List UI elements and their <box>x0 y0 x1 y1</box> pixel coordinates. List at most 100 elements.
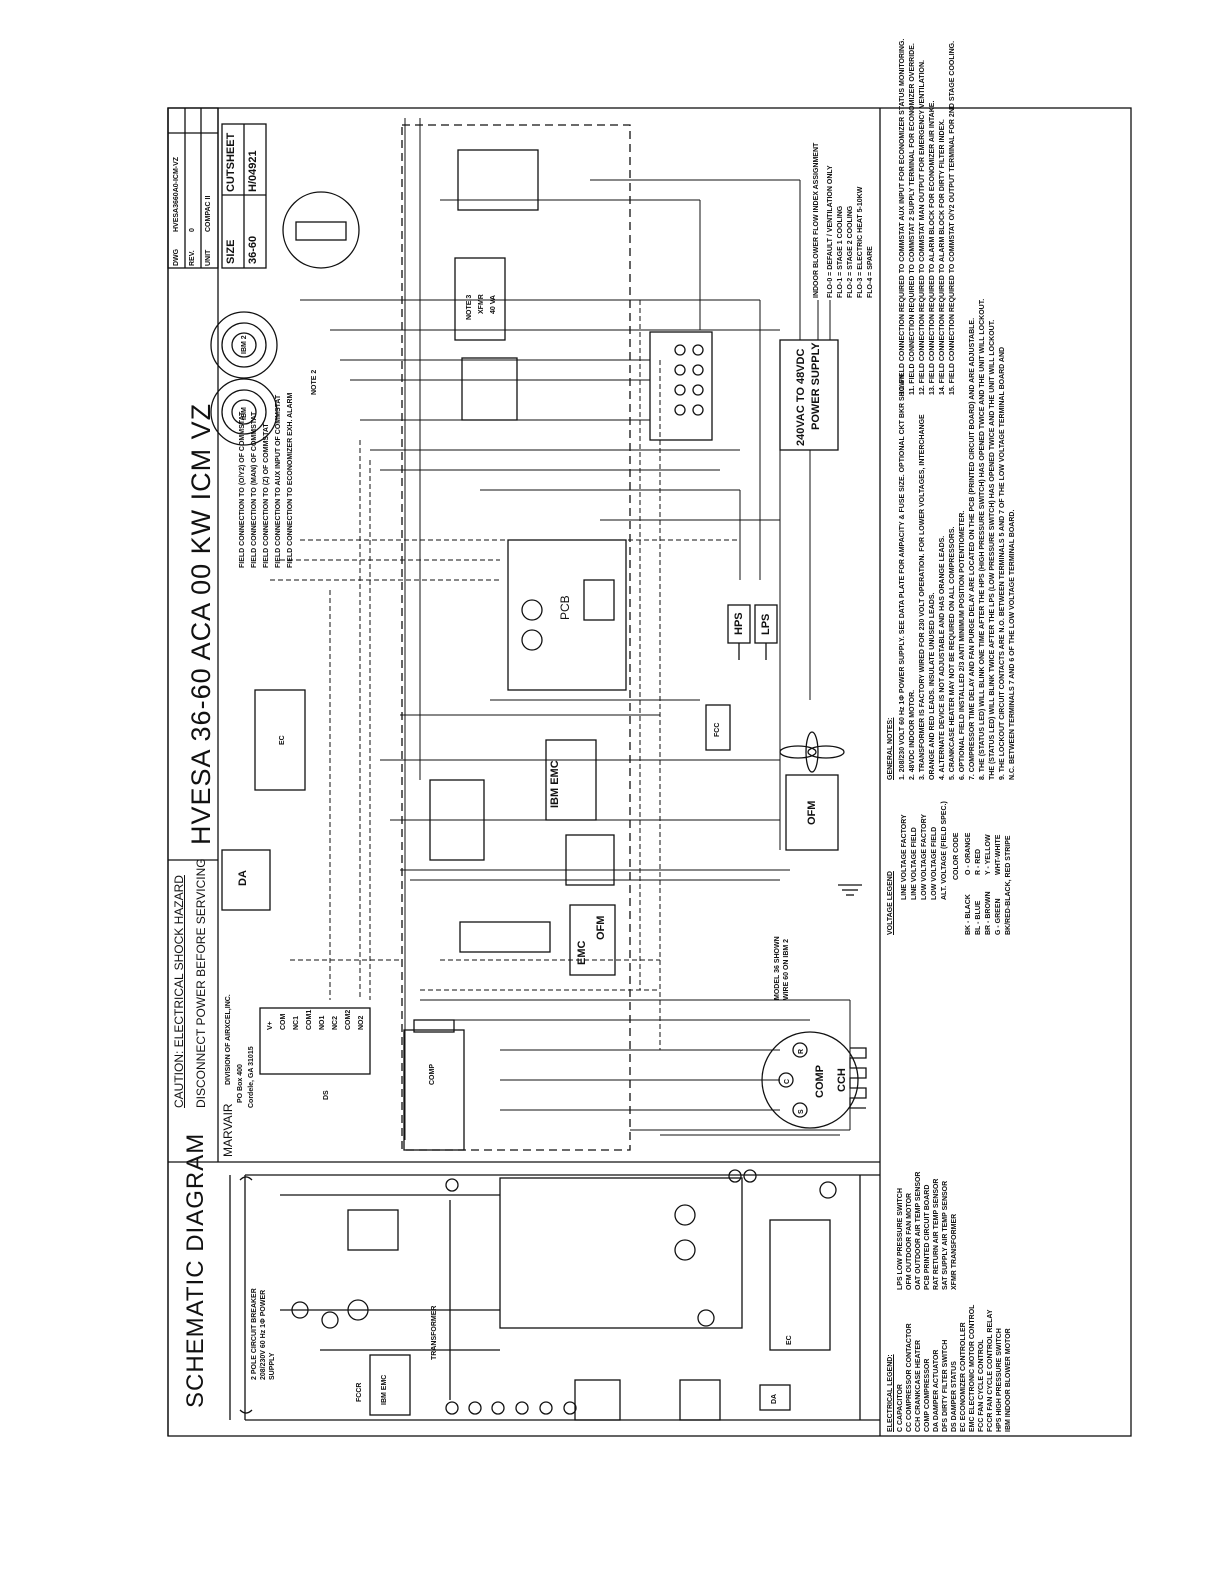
general-note-6: 6. OPTIONAL FIELD INSTALLED 2/3 ANTI MIN… <box>959 510 966 780</box>
legend-c2-3: PCB PRINTED CIRCUIT BOARD <box>924 1184 931 1290</box>
legend-c2-5: SAT SUPPLY AIR TEMP SENSOR <box>942 1180 949 1290</box>
company-address1: PO Box 400 <box>237 1064 244 1103</box>
schematic-ibm-emc-label: IBM EMC <box>381 1374 388 1405</box>
general-note-3: ORANGE AND RED LEADS. INSULATE UNUSED LE… <box>929 592 936 780</box>
legend-c1-1: CC COMPRESSOR CONTACTOR <box>906 1323 913 1432</box>
general-note-11: N.C. BETWEEN TERMINALS 7 AND 6 OF THE LO… <box>1009 509 1016 780</box>
ofm-small-label: OFM <box>595 915 607 940</box>
da-label: DA <box>237 870 249 886</box>
schematic-da <box>759 1384 791 1411</box>
low-voltage-terminal-board <box>649 331 713 441</box>
schematic-transformer-label: TRANSFORMER <box>431 1305 438 1360</box>
ibm2-label: IBM 2 <box>241 335 248 354</box>
main-title: HVESA 36-60 ACA 00 KW ICM VZ <box>186 402 216 845</box>
dwg-label: DWG <box>173 248 180 266</box>
blower-heading: INDOOR BLOWER FLOW INDEX ASSIGNMENT <box>813 142 820 298</box>
comp-term-c: C <box>784 1078 791 1084</box>
comp-term-r: R <box>798 1048 805 1054</box>
da-box <box>221 849 271 911</box>
legend-c1-12: IBM INDOOR BLOWER MOTOR <box>1005 1328 1012 1432</box>
legend-c1-4: DA DAMPER ACTUATOR <box>933 1349 940 1432</box>
cch-label: CCH <box>836 1068 848 1092</box>
schematic-breaker-note: 2 POLE CIRCUIT BREAKER 208/230V 60 Hz 1Φ… <box>251 1288 276 1380</box>
schematic-fccr-label: FCCR <box>356 1382 363 1402</box>
terminal-strip <box>459 921 551 953</box>
legend-c1-0: C CAPACITOR <box>897 1384 904 1432</box>
legend-c2-6: XFMR TRANSFORMER <box>951 1213 958 1290</box>
ds-term-6: COM2 <box>345 1009 352 1030</box>
fcc-label: FCC <box>714 722 721 737</box>
general-note-r4: 14. FIELD CONNECTION REQUIRED TO ALARM B… <box>939 119 946 395</box>
ds-term-7: NO2 <box>358 1015 365 1030</box>
schematic-ec-label: EC <box>786 1335 793 1345</box>
ds-terminal-box <box>259 1007 371 1075</box>
ds-term-5: NC2 <box>332 1015 339 1030</box>
power-supply-box <box>779 339 839 451</box>
power-supply-line2: POWER SUPPLY <box>810 342 822 430</box>
cutsheet-label: CUTSHEET <box>225 132 237 192</box>
general-note-5: 5. CRANKCASE HEATER MAY NOT BE REQUIRED … <box>949 526 956 780</box>
ibm2-circle <box>210 311 278 379</box>
legend-c2-1: OFM OUTDOOR FAN MOTOR <box>906 1192 913 1290</box>
color-col1-0: BK - BLACK <box>965 894 972 935</box>
company-name: MARVAIR <box>221 1103 235 1157</box>
legend-c1-11: HPS HIGH PRESSURE SWITCH <box>996 1328 1003 1432</box>
ofm-box <box>785 774 839 851</box>
relay-block <box>461 357 518 421</box>
general-note-9: THE (STATUS LED) WILL BLINK TWICE AFTER … <box>989 319 996 780</box>
legend-c1-5: DFS DIRTY FILTER SWITCH <box>942 1339 949 1432</box>
rev-label: REV. <box>189 250 196 266</box>
power-supply-line1: 240VAC TO 48VDC <box>795 348 807 446</box>
blower-item-2: FLO-2 = STAGE 2 COOLING <box>847 205 854 298</box>
emc-ofm-board <box>569 904 616 976</box>
color-col2-0: O - ORANGE <box>965 832 972 875</box>
general-note-r3: 13. FIELD CONNECTION REQUIRED TO ALARM B… <box>929 100 936 395</box>
fcc-box <box>705 704 731 751</box>
general-note-1: 2. 48VDC INDOOR MOTOR. <box>909 689 916 780</box>
schematic-title: SCHEMATIC DIAGRAM <box>182 1132 209 1408</box>
wiring-lines <box>300 118 851 1140</box>
comp-label: COMP <box>814 1065 826 1098</box>
color-col2-3: WHT-WHITE <box>995 834 1002 875</box>
schematic-da-label: DA <box>771 1393 778 1404</box>
schematic-pcb <box>499 1177 743 1329</box>
dwg-value: HVESA3660A0-ICM-VZ <box>173 156 180 232</box>
voltage-item-1: LINE VOLTAGE FIELD <box>911 827 918 900</box>
color-code-heading: COLOR CODE <box>953 832 960 880</box>
ds-term-3: COM1 <box>306 1009 313 1030</box>
field-note-3: FIELD CONNECTION TO AUX INPUT OF COMMSTA… <box>275 394 282 568</box>
general-note-r5: 15. FIELD CONNECTION REQUIRED TO COMMSTA… <box>949 40 956 395</box>
ds-term-0: V+ <box>267 1021 274 1030</box>
general-note-r2: 12. FIELD CONNECTION REQUIRED TO COMMSTA… <box>919 60 926 395</box>
blower-item-1: FLO-1 = STAGE 1 COOLING <box>837 205 844 298</box>
company-division: DIVISION OF AIRXCEL,INC. <box>225 994 232 1085</box>
voltage-item-4: ALT. VOLTAGE (FIELD SPEC.) <box>941 801 948 900</box>
ds-term-1: COM <box>280 1013 287 1030</box>
unit-label: UNIT <box>205 249 212 266</box>
blower-item-3: FLO-3 = ELECTRIC HEAT 5-10KW <box>857 186 864 298</box>
schematic-terminals <box>679 1379 721 1421</box>
legend-c1-6: DS DAMPER STATUS <box>951 1361 958 1432</box>
general-note-10: 9. THE LOCKOUT CIRCUIT CONTACTS ARE N.O.… <box>999 346 1006 780</box>
general-note-4: 4. ALTERNATE DEVICE IS NOT ADJUSTABLE AN… <box>939 535 946 780</box>
general-note-r0: 10. FIELD CONNECTION REQUIRED TO COMMSTA… <box>899 38 906 395</box>
ibm-emc-label: IBM EMC <box>549 760 561 808</box>
voltage-item-0: LINE VOLTAGE FACTORY <box>901 814 908 900</box>
schematic-ibm-emc <box>369 1354 411 1416</box>
general-note-0: 1. 208/230 VOLT 60 Hz 1Φ POWER SUPPLY. S… <box>899 372 906 780</box>
general-note-r1: 11. FIELD CONNECTION REQUIRED TO COMMSTA… <box>909 43 916 395</box>
xfmr-va-label: 40 VA <box>490 295 497 314</box>
legend-c1-10: FCCR FAN CYCLE CONTROL RELAY <box>987 1309 994 1432</box>
ds-label: DS <box>323 1090 330 1100</box>
color-col2-2: Y - YELLOW <box>985 834 992 875</box>
lps-label: LPS <box>760 613 772 635</box>
xfmr-box <box>454 257 506 341</box>
control-enclosure <box>401 124 631 1151</box>
unit-value: COMPAC II <box>205 195 212 232</box>
hps-label: HPS <box>733 612 745 635</box>
size-value: 36-60 <box>247 235 259 264</box>
ds-term-2: NC1 <box>293 1015 300 1030</box>
emc-label: EMC <box>576 940 588 965</box>
model-note: MODEL 36 SHOWN WIRE 60 ON IBM 2 <box>774 936 790 1000</box>
legend-c1-3: COMP COMPRESSOR <box>924 1358 931 1432</box>
